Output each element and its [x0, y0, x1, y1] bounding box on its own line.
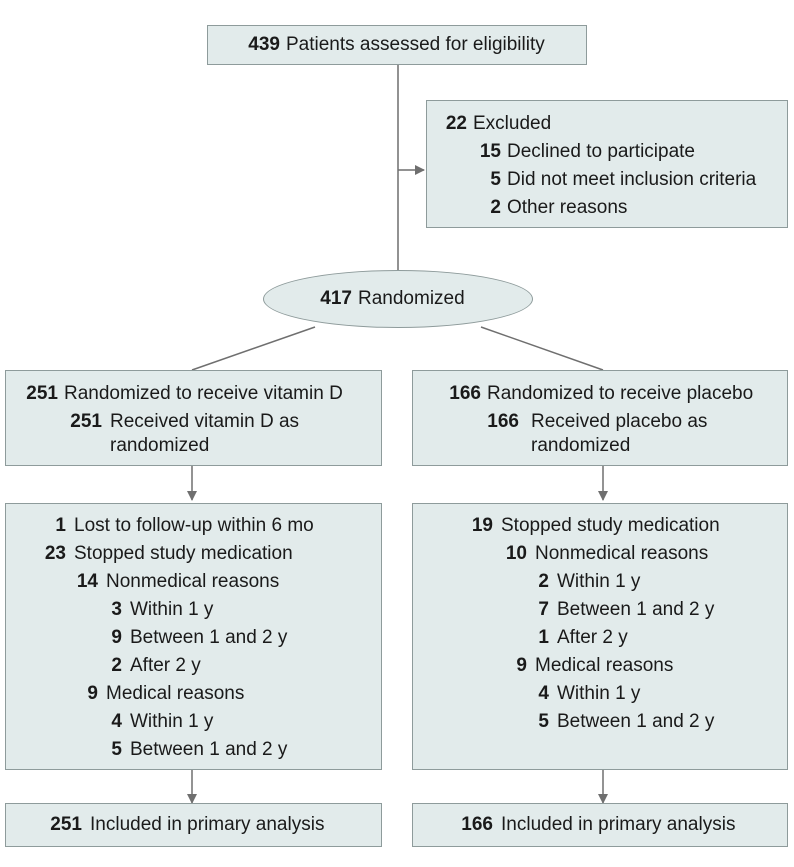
randomized-label: Randomized [358, 288, 465, 309]
placebo-allocation-box: 166 Randomized to receive placebo 166 Re… [412, 370, 788, 466]
followup-label: Between 1 and 2 y [557, 711, 715, 732]
followup-count: 4 [111, 711, 122, 732]
followup-label: After 2 y [130, 655, 201, 676]
followup-label: Within 1 y [130, 599, 214, 620]
excluded-reason-count: 2 [490, 197, 501, 218]
vitd-analysis-label: Included in primary analysis [90, 814, 325, 835]
assessed-count: 439 [248, 34, 280, 55]
line-to-vitd-alloc [191, 326, 316, 371]
followup-count: 2 [111, 655, 122, 676]
followup-count: 10 [505, 543, 527, 564]
placebo-received-count: 166 [487, 411, 519, 432]
followup-label: Stopped study medication [74, 543, 293, 564]
vitd-received-label: Received vitamin D as [110, 411, 300, 432]
excluded-reason-label: Other reasons [507, 197, 628, 218]
excluded-box: 22 Excluded 15 Declined to participate 5… [426, 100, 788, 228]
vitd-followup-box: 1 Lost to follow-up within 6 mo 23 Stopp… [5, 503, 382, 770]
followup-count: 2 [538, 571, 549, 592]
followup-count: 23 [44, 543, 66, 564]
followup-label: Lost to follow-up within 6 mo [74, 515, 314, 536]
followup-count: 7 [538, 599, 549, 620]
followup-count: 5 [538, 711, 549, 732]
followup-label: Within 1 y [557, 683, 641, 704]
placebo-analysis-label: Included in primary analysis [501, 814, 736, 835]
assessed-box: 439 Patients assessed for eligibility [207, 25, 587, 65]
followup-label: Between 1 and 2 y [130, 739, 288, 760]
placebo-followup-box: 19 Stopped study medication 10 Nonmedica… [412, 503, 788, 770]
excluded-count: 22 [445, 113, 467, 134]
excluded-reason-count: 5 [490, 169, 501, 190]
followup-label: Nonmedical reasons [535, 543, 709, 564]
randomized-ellipse: 417 Randomized [263, 270, 533, 328]
followup-label: Nonmedical reasons [106, 571, 280, 592]
vitd-analysis-box: 251 Included in primary analysis [5, 803, 382, 847]
followup-label: Medical reasons [535, 655, 674, 676]
followup-label: Within 1 y [557, 571, 641, 592]
excluded-reason-label: Declined to participate [507, 141, 695, 162]
placebo-received-label: Received placebo as [531, 411, 708, 432]
followup-count: 5 [111, 739, 122, 760]
assessed-label: Patients assessed for eligibility [286, 34, 545, 55]
followup-count: 3 [111, 599, 122, 620]
followup-label: Between 1 and 2 y [130, 627, 288, 648]
followup-label: Between 1 and 2 y [557, 599, 715, 620]
followup-label: Within 1 y [130, 711, 214, 732]
followup-count: 4 [538, 683, 549, 704]
followup-label: Medical reasons [106, 683, 245, 704]
excluded-label: Excluded [473, 113, 552, 134]
excluded-reason-count: 15 [479, 141, 501, 162]
vitd-alloc-count: 251 [26, 383, 58, 404]
followup-count: 9 [111, 627, 122, 648]
placebo-alloc-count: 166 [449, 383, 481, 404]
followup-count: 1 [55, 515, 66, 536]
vitd-analysis-count: 251 [50, 814, 82, 835]
placebo-analysis-box: 166 Included in primary analysis [412, 803, 788, 847]
followup-count: 9 [87, 683, 98, 704]
vitd-received-count: 251 [70, 411, 102, 432]
excluded-reason-label: Did not meet inclusion criteria [507, 169, 757, 190]
vitd-allocation-box: 251 Randomized to receive vitamin D 251 … [5, 370, 382, 466]
vitd-alloc-label: Randomized to receive vitamin D [64, 383, 343, 404]
randomized-count: 417 [320, 288, 352, 309]
followup-count: 14 [76, 571, 98, 592]
line-to-placebo-alloc [480, 326, 604, 371]
vitd-received-label-cont: randomized [110, 435, 210, 456]
followup-count: 19 [471, 515, 493, 536]
placebo-received-label-cont: randomized [531, 435, 631, 456]
followup-label: After 2 y [557, 627, 628, 648]
followup-count: 1 [538, 627, 549, 648]
placebo-alloc-label: Randomized to receive placebo [487, 383, 754, 404]
followup-count: 9 [516, 655, 527, 676]
followup-label: Stopped study medication [501, 515, 720, 536]
placebo-analysis-count: 166 [461, 814, 493, 835]
